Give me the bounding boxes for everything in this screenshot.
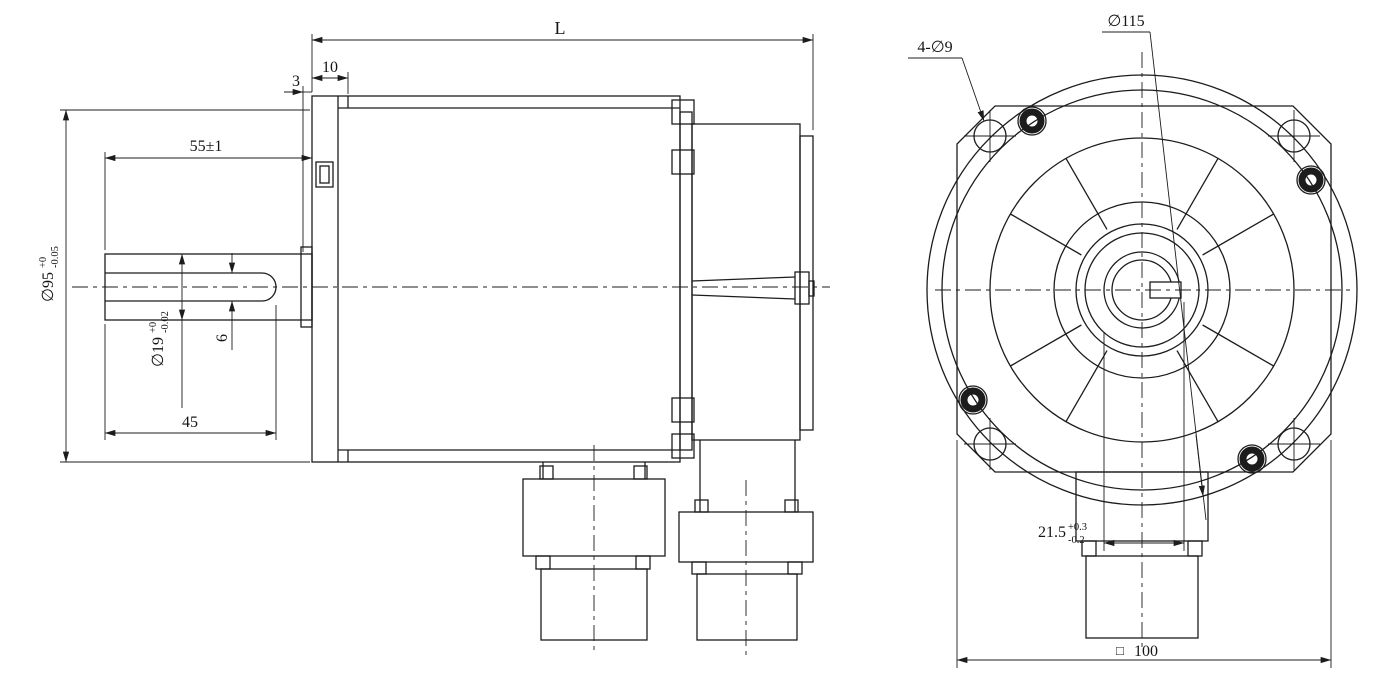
mounting-hole bbox=[964, 110, 1016, 162]
dim-label-3: 3 bbox=[292, 73, 300, 90]
square-symbol: □ bbox=[1116, 643, 1124, 658]
boss-circle bbox=[1053, 201, 1231, 379]
dim-label-6: 6 bbox=[214, 334, 231, 342]
svg-text:-0.05: -0.05 bbox=[50, 246, 61, 268]
front-circles bbox=[926, 74, 1358, 506]
svg-text:+0.3: +0.3 bbox=[1068, 522, 1087, 533]
front-ribs bbox=[1010, 158, 1274, 422]
cap-screw bbox=[958, 385, 988, 415]
side-labels: L 10 3 55±1 ∅95 +0 -0.05 ∅19 +0 -0.02 6 … bbox=[38, 18, 566, 431]
mounting-hole bbox=[1268, 418, 1320, 470]
jack-screw bbox=[784, 499, 799, 513]
flange-plate-outline bbox=[956, 105, 1332, 473]
encoder-adapter bbox=[679, 111, 693, 451]
encoder-body bbox=[691, 123, 801, 441]
svg-text:21.5: 21.5 bbox=[1038, 524, 1066, 541]
rear-shaft-plug bbox=[794, 271, 810, 305]
dim-label-45: 45 bbox=[182, 414, 198, 431]
dim-label-holes: 4-∅9 bbox=[917, 39, 952, 56]
cap-screw bbox=[1017, 106, 1047, 136]
dim-label-19: ∅19 +0 -0.02 bbox=[148, 311, 171, 367]
svg-text:∅19: ∅19 bbox=[150, 337, 167, 367]
connector-shell bbox=[696, 573, 798, 641]
cover-screw-tab bbox=[671, 397, 695, 423]
svg-text:-0.02: -0.02 bbox=[160, 311, 171, 333]
jack-screw bbox=[539, 465, 554, 480]
dim-label-21-5: 21.5 +0.3 -0.2 bbox=[1038, 522, 1087, 546]
svg-text:-0.2: -0.2 bbox=[1068, 535, 1085, 546]
dim-label-L: L bbox=[555, 18, 566, 38]
front-labels: 4-∅9 ∅115 21.5 +0.3 -0.2 □ 100 bbox=[917, 13, 1158, 660]
encoder-endcap bbox=[799, 135, 814, 431]
connector-foot bbox=[1187, 540, 1203, 557]
flange-lug-inner bbox=[319, 165, 330, 184]
cover-screw-tab bbox=[671, 433, 695, 459]
front-view: 4-∅9 ∅115 21.5 +0.3 -0.2 □ 100 bbox=[908, 13, 1358, 668]
connector-foot bbox=[691, 561, 707, 575]
svg-text:∅95: ∅95 bbox=[40, 272, 57, 302]
rear-shaft-tip bbox=[808, 280, 815, 297]
cap-screw bbox=[1237, 444, 1267, 474]
svg-text:+0: +0 bbox=[38, 257, 49, 268]
cover-screw-tab bbox=[671, 99, 695, 125]
connector-foot bbox=[635, 555, 651, 570]
side-dimensions bbox=[60, 34, 814, 463]
svg-text:100: 100 bbox=[1134, 643, 1158, 660]
mounting-hole bbox=[1268, 110, 1320, 162]
mounting-holes bbox=[964, 110, 1320, 470]
side-view: L 10 3 55±1 ∅95 +0 -0.05 ∅19 +0 -0.02 6 … bbox=[38, 18, 830, 655]
dim-label-100: □ 100 bbox=[1116, 643, 1158, 660]
jack-screw bbox=[694, 499, 709, 513]
cap-screw bbox=[1296, 165, 1326, 195]
encoder-housing bbox=[671, 99, 815, 459]
dim-label-55: 55±1 bbox=[190, 138, 223, 155]
mounting-hole bbox=[964, 418, 1016, 470]
rear-shaft-line bbox=[691, 294, 796, 300]
side-center-lines bbox=[72, 286, 830, 655]
cap-screws bbox=[958, 106, 1326, 474]
dim-label-115: ∅115 bbox=[1107, 13, 1144, 30]
dim-label-95: ∅95 +0 -0.05 bbox=[38, 246, 61, 302]
leader-line-holes bbox=[961, 57, 985, 122]
connector-foot bbox=[535, 555, 551, 570]
dim-label-10: 10 bbox=[322, 59, 338, 76]
connector-foot bbox=[787, 561, 803, 575]
front-dimensions bbox=[908, 31, 1332, 668]
leader-arrow-115 bbox=[1195, 434, 1205, 497]
flange-od-circle bbox=[926, 74, 1358, 506]
motor-body-outline bbox=[311, 95, 681, 463]
svg-text:+0: +0 bbox=[148, 322, 159, 333]
front-center-lines bbox=[935, 52, 1352, 650]
flange-lug bbox=[315, 161, 334, 188]
rear-shaft-line bbox=[691, 276, 796, 282]
cover-screw-tab bbox=[671, 149, 695, 175]
